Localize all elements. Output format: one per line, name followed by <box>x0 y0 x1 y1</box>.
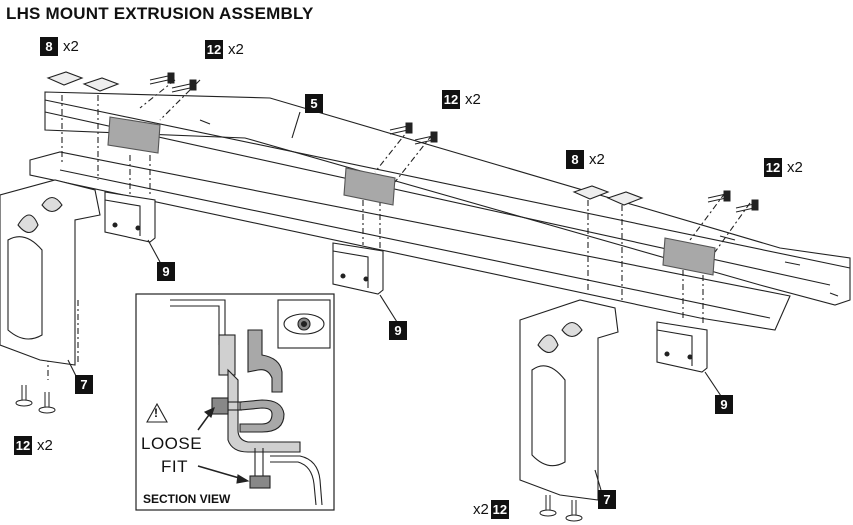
part-number-badge: 9 <box>157 262 175 281</box>
part-number-badge: 9 <box>389 321 407 340</box>
quantity-label: x2 <box>37 437 53 454</box>
callout-part-12-middle: 12 x2 <box>442 90 481 109</box>
quantity-label: x2 <box>228 41 244 58</box>
mount-extrusion <box>29 91 851 331</box>
callout-part-5: 5 <box>305 94 323 113</box>
callout-part-7-left: 7 <box>75 375 93 394</box>
callout-part-12-bottom-left: 12 x2 <box>14 436 53 455</box>
part-number-badge: 5 <box>305 94 323 113</box>
callout-part-9-middle: 9 <box>389 321 407 340</box>
quantity-label: x2 <box>465 91 481 108</box>
quantity-label: x2 <box>589 151 605 168</box>
bolts <box>15 72 759 522</box>
loose-label: LOOSE <box>141 434 203 453</box>
callout-part-12-top: 12 x2 <box>205 40 244 59</box>
square-nuts <box>46 71 644 206</box>
callout-part-8-right: 8 x2 <box>566 150 605 169</box>
part-number-badge: 8 <box>566 150 584 169</box>
page-title: LHS MOUNT EXTRUSION ASSEMBLY <box>6 4 314 23</box>
fit-label: FIT <box>161 457 188 476</box>
part-number-badge: 12 <box>14 436 32 455</box>
part-number-badge: 12 <box>764 158 782 177</box>
part-number-badge: 7 <box>75 375 93 394</box>
callout-part-9-right: 9 <box>715 395 733 414</box>
part-number-badge: 7 <box>598 490 616 509</box>
quantity-label: x2 <box>787 159 803 176</box>
quantity-label: x2 <box>63 38 79 55</box>
gray-plates <box>107 116 716 276</box>
part-number-badge: 9 <box>715 395 733 414</box>
part-number-badge: 8 <box>40 37 58 56</box>
part-number-badge: 12 <box>205 40 223 59</box>
brackets <box>104 191 708 373</box>
callout-part-8-top-left: 8 x2 <box>40 37 79 56</box>
callout-part-12-right: 12 x2 <box>764 158 803 177</box>
callout-part-7-right: 7 <box>598 490 616 509</box>
warning-exclamation: ! <box>154 406 159 420</box>
warning-triangle-icon <box>146 402 168 423</box>
mount-legs <box>0 179 619 501</box>
alignment-lines <box>47 79 751 495</box>
callout-part-12-bottom-right: x2 12 <box>473 500 509 519</box>
part-number-badge: 12 <box>490 500 509 519</box>
callout-part-9-left: 9 <box>157 262 175 281</box>
section-view-title: SECTION VIEW <box>143 492 231 506</box>
quantity-label: x2 <box>473 501 489 518</box>
section-view-diagram <box>135 293 335 511</box>
part-number-badge: 12 <box>442 90 460 109</box>
